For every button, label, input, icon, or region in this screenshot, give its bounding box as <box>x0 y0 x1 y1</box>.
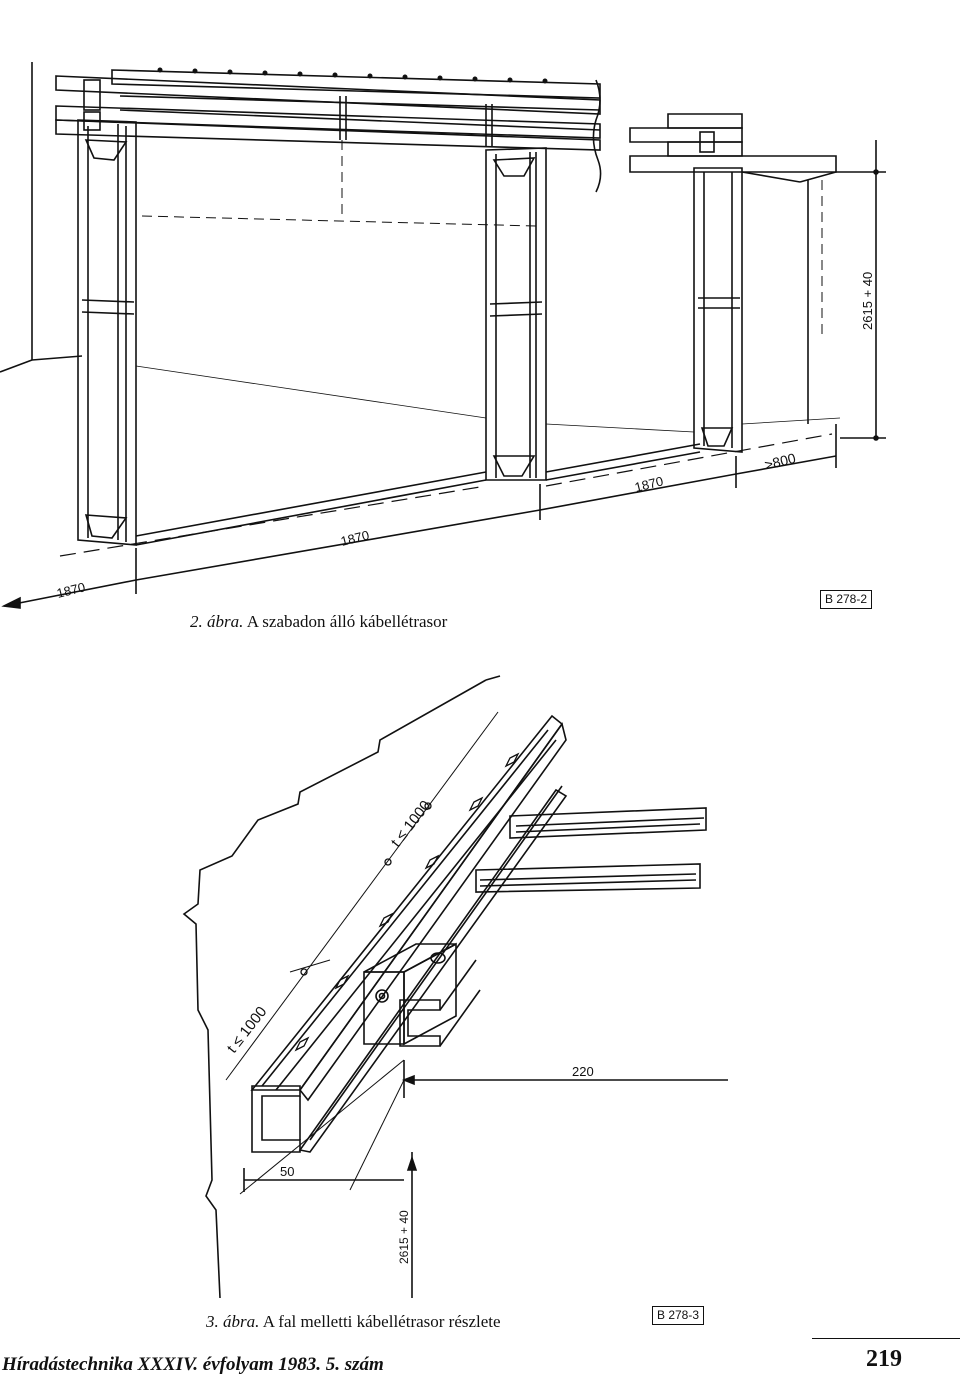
figure-3-caption: 3. ábra. A fal melletti kábellétrasor ré… <box>206 1312 501 1332</box>
footer-rule <box>812 1338 960 1339</box>
fig3-dim-width: 220 <box>572 1064 594 1079</box>
journal-footer: Híradástechnika XXXIV. évfolyam 1983. 5.… <box>2 1354 384 1375</box>
fig2-dim-right: 1870 <box>633 473 665 495</box>
figure-3-code: B 278-3 <box>652 1306 705 1325</box>
figure-2-caption-text: A szabadon álló kábellétrasor <box>246 612 448 631</box>
fig3-dim-height: 2615 + 40 <box>397 1210 411 1264</box>
fig3-dim-depth: 50 <box>280 1164 294 1179</box>
fig2-dim-height: 2615 + 40 <box>860 272 875 330</box>
figure-3-drawing: t ≤ 1000 t ≤ 1000 220 50 2615 + 40 <box>182 675 728 1299</box>
figure-3-caption-text: A fal melletti kábellétrasor részlete <box>262 1312 501 1331</box>
fig2-dim-overhang: >800 <box>763 450 798 473</box>
fig2-dim-left: 1870 <box>55 579 87 601</box>
fig3-dim-spacing-upper: t ≤ 1000 <box>388 797 435 850</box>
figure-3-caption-number: 3. ábra. <box>206 1312 260 1331</box>
figure-2-caption-number: 2. ábra. <box>190 612 244 631</box>
figure-2-caption: 2. ábra. A szabadon álló kábellétrasor <box>190 612 447 632</box>
figure-2-drawing: 1870 1870 1870 >800 2615 + 40 <box>0 62 886 609</box>
figure-2-code: B 278-2 <box>820 590 873 609</box>
page-number: 219 <box>866 1346 902 1372</box>
fig2-dim-mid: 1870 <box>339 527 371 549</box>
